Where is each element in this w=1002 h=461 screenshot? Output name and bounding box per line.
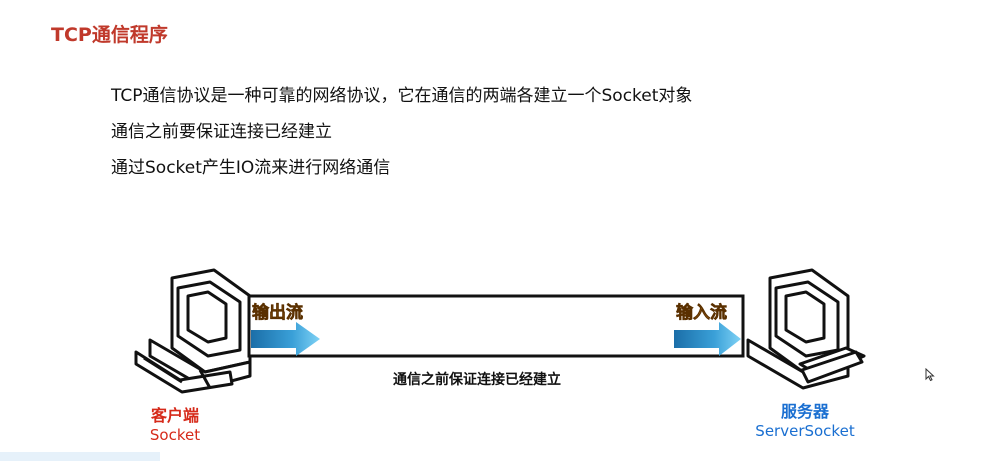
- server-socket-type: ServerSocket: [740, 422, 870, 440]
- connection-caption: 通信之前保证连接已经建立: [393, 371, 561, 388]
- client-name: 客户端: [135, 402, 215, 426]
- input-stream-label: 输入流: [676, 302, 727, 323]
- server-computer-icon: [748, 270, 864, 388]
- server-name: 服务器: [760, 398, 850, 422]
- client-computer-icon: [136, 270, 250, 392]
- output-stream-label: 输出流: [252, 302, 303, 323]
- connection-pipe: [249, 296, 743, 356]
- mouse-cursor-icon: [925, 368, 935, 382]
- client-socket-type: Socket: [135, 426, 215, 444]
